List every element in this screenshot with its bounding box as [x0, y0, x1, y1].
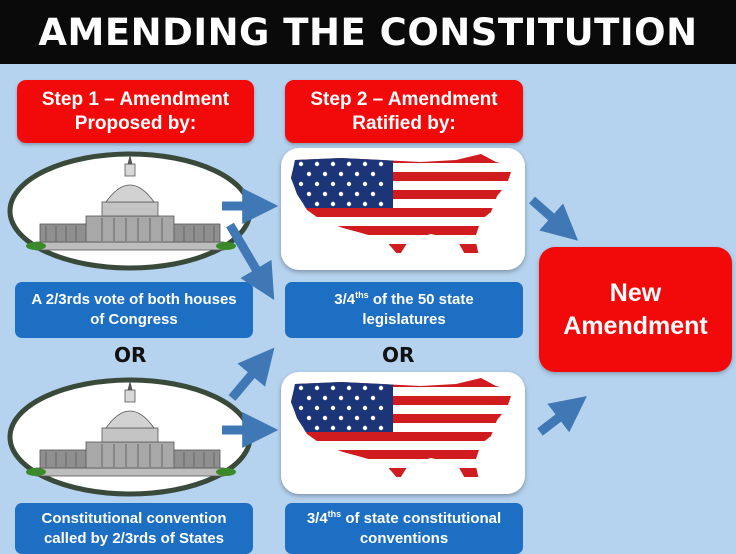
capitol-image-top	[7, 151, 253, 271]
title-bar: AMENDING THE CONSTITUTION	[0, 0, 736, 64]
new-amendment-box: New Amendment	[539, 247, 732, 372]
new-amendment-line2: Amendment	[563, 311, 708, 340]
step1-header: Step 1 – Amendment Proposed by:	[17, 80, 254, 143]
ratify-legislatures-box: 3/4ths of the 50 state legislatures	[285, 282, 523, 338]
ratify-legislatures-line1: 3/4ths of the 50 state	[334, 290, 473, 310]
step1-line2: Proposed by:	[74, 112, 197, 134]
propose-convention-line1: Constitutional convention	[41, 509, 227, 527]
ratify-conventions-rest: of state constitutional	[341, 509, 502, 527]
propose-congress-line1: A 2/3rds vote of both houses	[31, 291, 237, 308]
arrow-top-to-new-amendment	[529, 196, 579, 241]
page-title: AMENDING THE CONSTITUTION	[38, 10, 698, 54]
propose-congress-box: A 2/3rds vote of both houses of Congress	[15, 282, 253, 338]
ratify-conventions-line2: conventions	[359, 529, 449, 547]
ratify-conventions-box: 3/4ths of state constitutional conventio…	[285, 503, 523, 554]
usa-flag-map-bottom	[281, 372, 525, 494]
ratify-conventions-fraction: 3/4	[306, 509, 328, 527]
or-label-left: OR	[114, 343, 147, 367]
arrow-congress-to-legislatures-diagonal	[226, 222, 275, 300]
usa-flag-map-top	[281, 148, 525, 270]
new-amendment-line1: New	[609, 278, 662, 307]
ratify-conventions-line1: 3/4ths of state constitutional	[307, 509, 501, 529]
arrow-bottom-to-new-amendment	[537, 396, 587, 436]
step2-line1: Step 2 – Amendment	[310, 88, 498, 110]
or-label-right: OR	[382, 343, 415, 367]
step2-line2: Ratified by:	[352, 112, 456, 134]
ratify-legislatures-suffix: ths	[355, 290, 369, 300]
capitol-image-bottom	[7, 377, 253, 497]
ratify-conventions-suffix: ths	[327, 508, 342, 519]
step1-line1: Step 1 – Amendment	[41, 88, 230, 110]
ratify-legislatures-fraction: 3/4	[334, 291, 356, 308]
ratify-legislatures-line2: legislatures	[362, 311, 446, 328]
arrow-convention-to-legislatures	[228, 347, 275, 401]
ratify-legislatures-rest: of the 50 state	[368, 291, 474, 308]
propose-convention-box: Constitutional convention called by 2/3r…	[15, 503, 253, 554]
step2-header: Step 2 – Amendment Ratified by:	[285, 80, 523, 143]
propose-convention-line2: called by 2/3rds of States	[43, 529, 225, 547]
propose-congress-line2: of Congress	[90, 311, 178, 328]
